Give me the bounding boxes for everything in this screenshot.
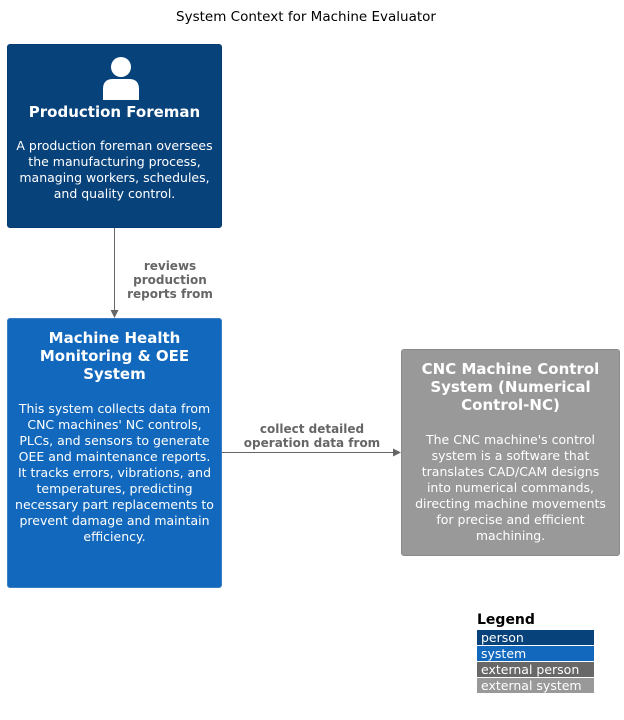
person-name: Production Foreman [28, 103, 201, 121]
legend-item-system: system [477, 646, 594, 661]
external-system-description: The CNC machine's control system is a so… [415, 432, 606, 543]
person-icon [103, 57, 139, 100]
person-description: A production foreman oversees the manufa… [16, 138, 213, 201]
person-production-foreman[interactable]: Production Foreman A production foreman … [7, 44, 222, 228]
legend-item-external-system: external system [477, 678, 594, 693]
legend-item-person: person [477, 630, 594, 645]
legend-item-external-person: external person [477, 662, 594, 677]
legend-title: Legend [477, 612, 535, 628]
relationship-label-reviews: reviews production reports from [127, 259, 213, 301]
relationship-label-collect: collect detailed operation data from [243, 422, 381, 450]
system-name: Machine Health Monitoring & OEE System [39, 329, 190, 383]
external-system-cnc-control[interactable]: CNC Machine Control System (Numerical Co… [401, 349, 620, 556]
diagram-title: System Context for Machine Evaluator [176, 9, 436, 25]
system-machine-health-monitoring[interactable]: Machine Health Monitoring & OEE System T… [7, 318, 222, 588]
system-description: This system collects data from CNC machi… [15, 401, 214, 544]
legend: Legend person system external person ext… [477, 612, 594, 694]
external-system-name: CNC Machine Control System (Numerical Co… [421, 360, 600, 414]
